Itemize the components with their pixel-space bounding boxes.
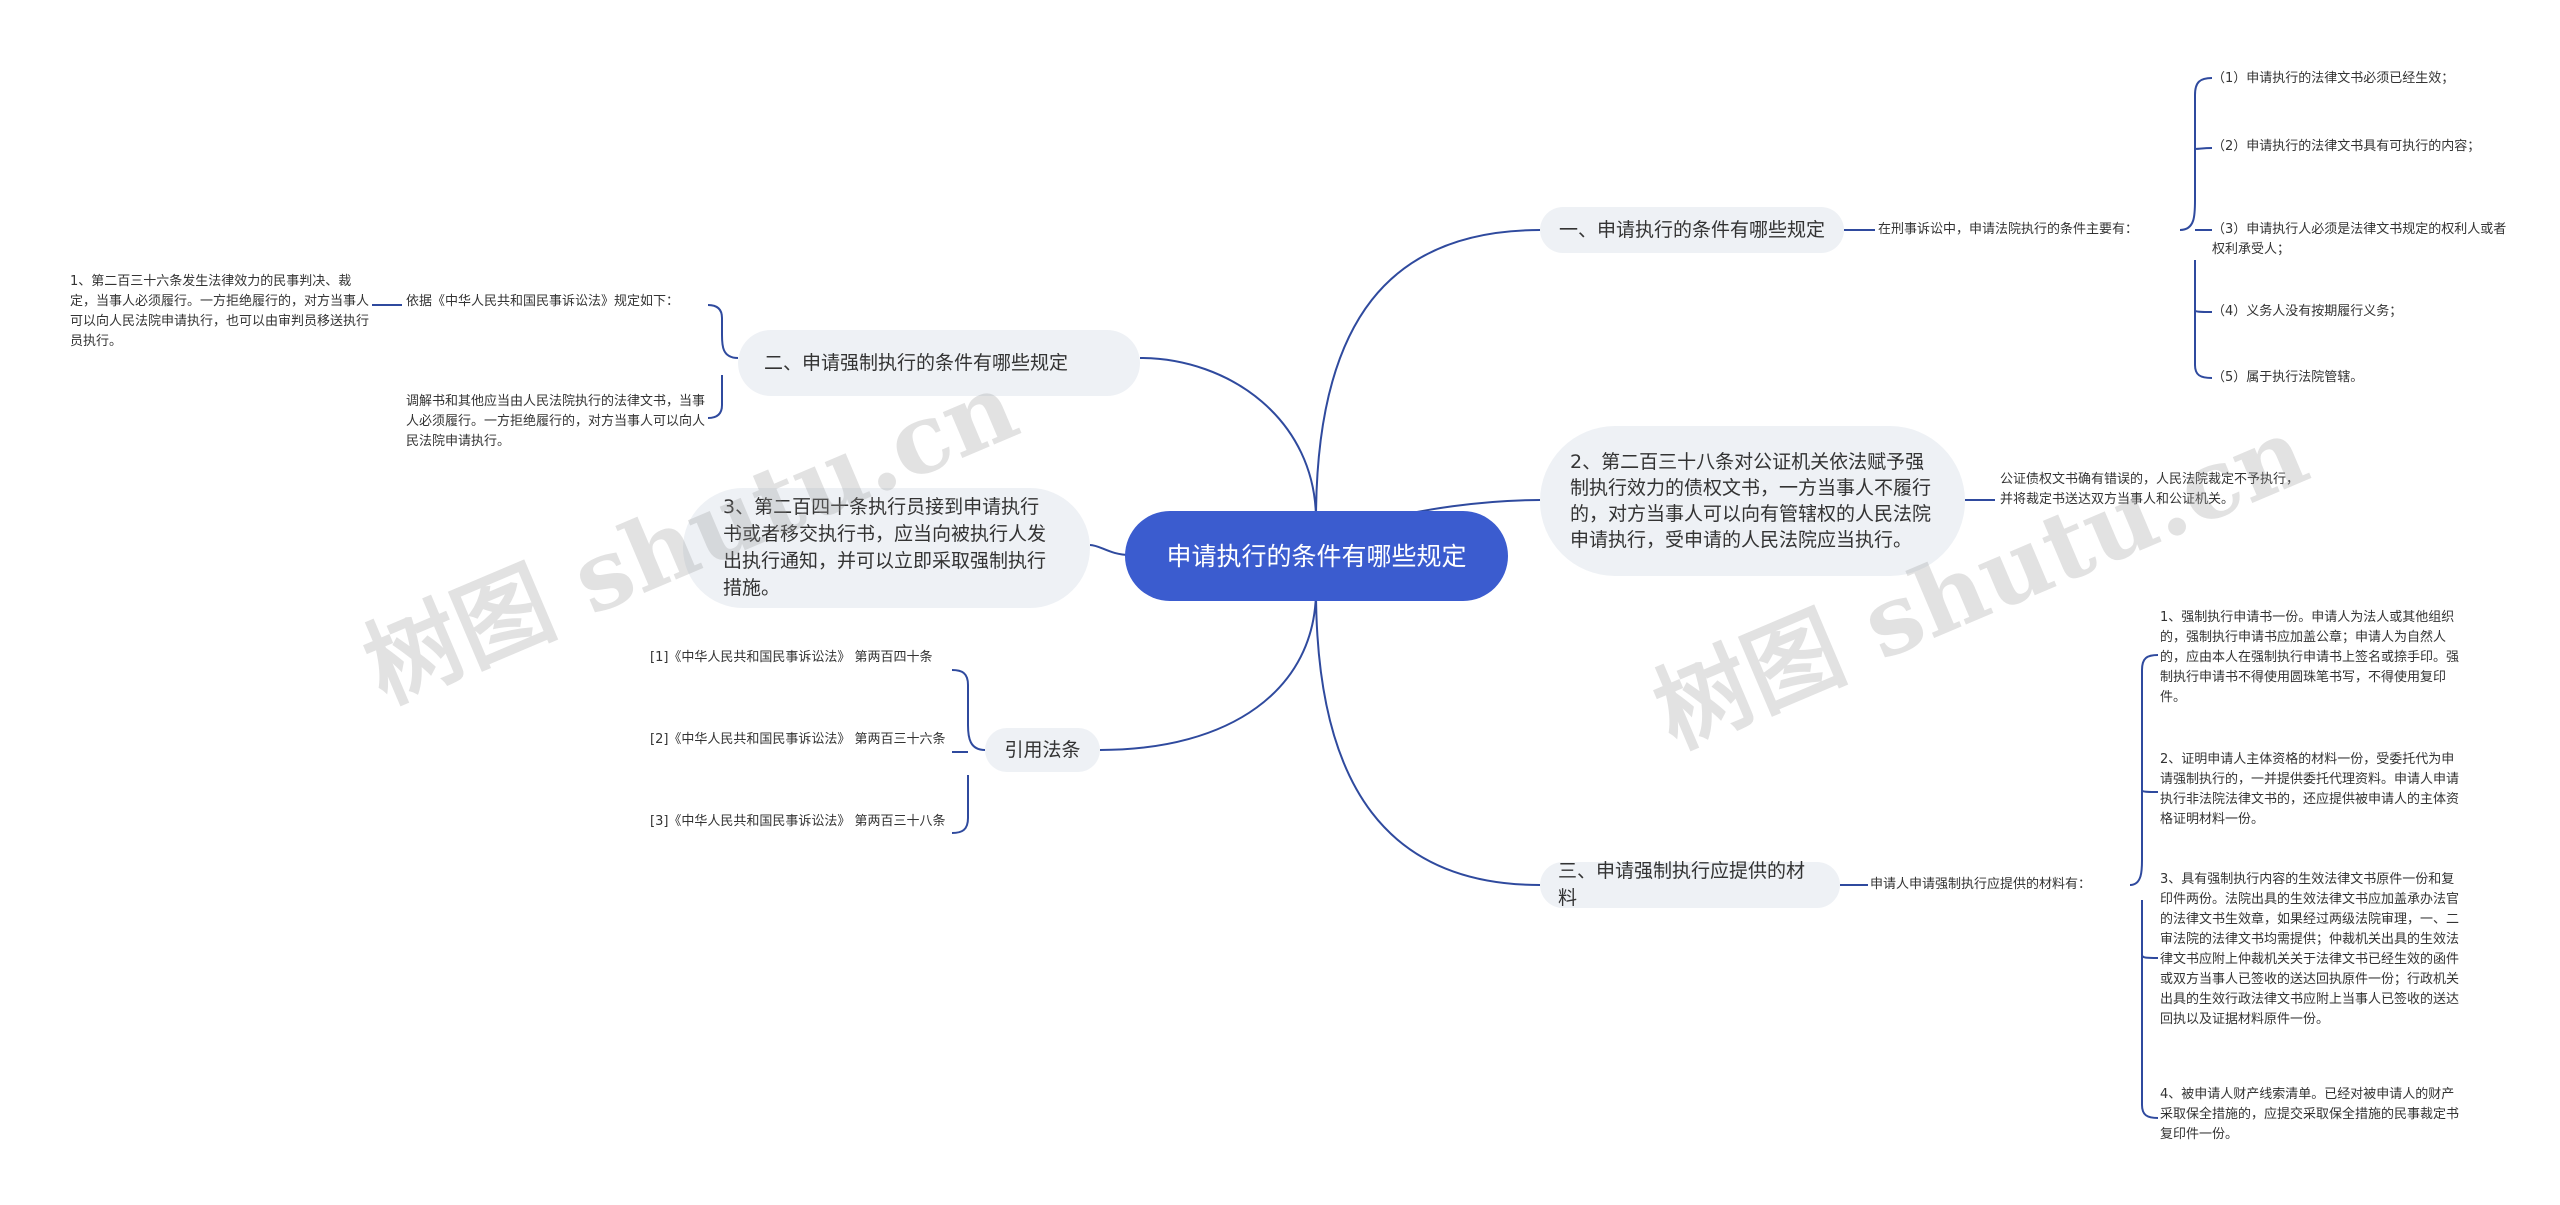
branch-2-leaf: 公证债权文书确有错误的，人民法院裁定不予执行，并将裁定书送达双方当事人和公证机关… bbox=[2000, 472, 2300, 507]
branch-label-4: 二、申请强制执行的条件有哪些规定 bbox=[764, 351, 1069, 374]
branch-node-5[interactable]: 3、第二百四十条执行员接到申请执行书或者移交执行书，应当向被执行人发出执行通知，… bbox=[683, 488, 1090, 608]
link-root-b3 bbox=[1315, 589, 1541, 886]
link-root-b4 bbox=[1139, 357, 1317, 521]
branch-node-4[interactable]: 二、申请强制执行的条件有哪些规定 bbox=[738, 330, 1140, 396]
branch-label-1: 一、申请执行的条件有哪些规定 bbox=[1558, 218, 1825, 241]
link-root-b6 bbox=[1099, 589, 1317, 751]
branch-node-2[interactable]: 2、第二百三十八条对公证机关依法赋予强制执行效力的债权文书，一方当事人不履行的，… bbox=[1540, 426, 1965, 576]
branch-3-item-3: 3、具有强制执行内容的生效法律文书原件一份和复印件两份。法院出具的生效法律文书应… bbox=[2160, 872, 2460, 1027]
branch-label-2: 2、第二百三十八条对公证机关依法赋予强制执行效力的债权文书，一方当事人不履行的，… bbox=[1570, 451, 1932, 551]
bracket-b3 bbox=[2129, 654, 2159, 1119]
link-root-b5 bbox=[1089, 544, 1131, 556]
branch-1-item-4: （4）义务人没有按期履行义务； bbox=[2212, 304, 2403, 319]
branch-4-leaf-2: 调解书和其他应当由人民法院执行的法律文书，当事人必须履行。一方拒绝履行的，对方当… bbox=[406, 394, 706, 449]
branch-1-item-5: （5）属于执行法院管辖。 bbox=[2212, 370, 2364, 385]
branch-1-item-3: （3）申请执行人必须是法律文书规定的权利人或者权利承受人； bbox=[2212, 222, 2507, 257]
bracket-b1 bbox=[2179, 77, 2213, 379]
branch-3-item-1: 1、强制执行申请书一份。申请人为法人或其他组织的，强制执行申请书应加盖公章；申请… bbox=[2160, 610, 2460, 705]
branch-6-item-2: [2]《中华人民共和国民事诉讼法》 第两百三十六条 bbox=[650, 732, 946, 747]
branch-label-5: 3、第二百四十条执行员接到申请执行书或者移交执行书，应当向被执行人发出执行通知，… bbox=[723, 496, 1047, 599]
branch-4-mid: 依据《中华人民共和国民事诉讼法》规定如下： bbox=[406, 294, 680, 309]
branch-3-item-2: 2、证明申请人主体资格的材料一份，受委托代为申请强制执行的，一并提供委托代理资料… bbox=[2160, 752, 2460, 827]
branch-6-item-1: [1]《中华人民共和国民事诉讼法》 第两百四十条 bbox=[650, 650, 933, 665]
branch-node-3[interactable]: 三、申请强制执行应提供的材料 bbox=[1540, 860, 1840, 909]
root-label: 申请执行的条件有哪些规定 bbox=[1166, 541, 1467, 571]
branch-node-1[interactable]: 一、申请执行的条件有哪些规定 bbox=[1540, 207, 1844, 253]
branch-3-item-4: 4、被申请人财产线索清单。已经对被申请人的财产采取保全措施的，应提交采取保全措施… bbox=[2160, 1087, 2460, 1142]
branch-6-item-3: [3]《中华人民共和国民事诉讼法》 第两百三十八条 bbox=[650, 814, 946, 829]
root-node[interactable]: 申请执行的条件有哪些规定 bbox=[1125, 511, 1508, 601]
branch-3-intro: 申请人申请强制执行应提供的材料有： bbox=[1870, 877, 2092, 892]
branch-1-item-2: （2）申请执行的法律文书具有可执行的内容； bbox=[2212, 139, 2481, 154]
bracket-b4 bbox=[707, 304, 739, 419]
branch-4-mid-leaf: 1、第二百三十六条发生法律效力的民事判决、裁定，当事人必须履行。一方拒绝履行的，… bbox=[70, 274, 370, 349]
branch-label-6: 引用法条 bbox=[1004, 738, 1081, 761]
branch-1-intro: 在刑事诉讼中，申请法院执行的条件主要有： bbox=[1878, 222, 2139, 237]
link-root-b1 bbox=[1315, 229, 1541, 521]
branch-label-3: 三、申请强制执行应提供的材料 bbox=[1558, 860, 1806, 909]
branch-node-6[interactable]: 引用法条 bbox=[985, 728, 1100, 772]
bracket-b6 bbox=[951, 669, 986, 834]
branch-1-item-1: （1）申请执行的法律文书必须已经生效； bbox=[2212, 71, 2455, 86]
